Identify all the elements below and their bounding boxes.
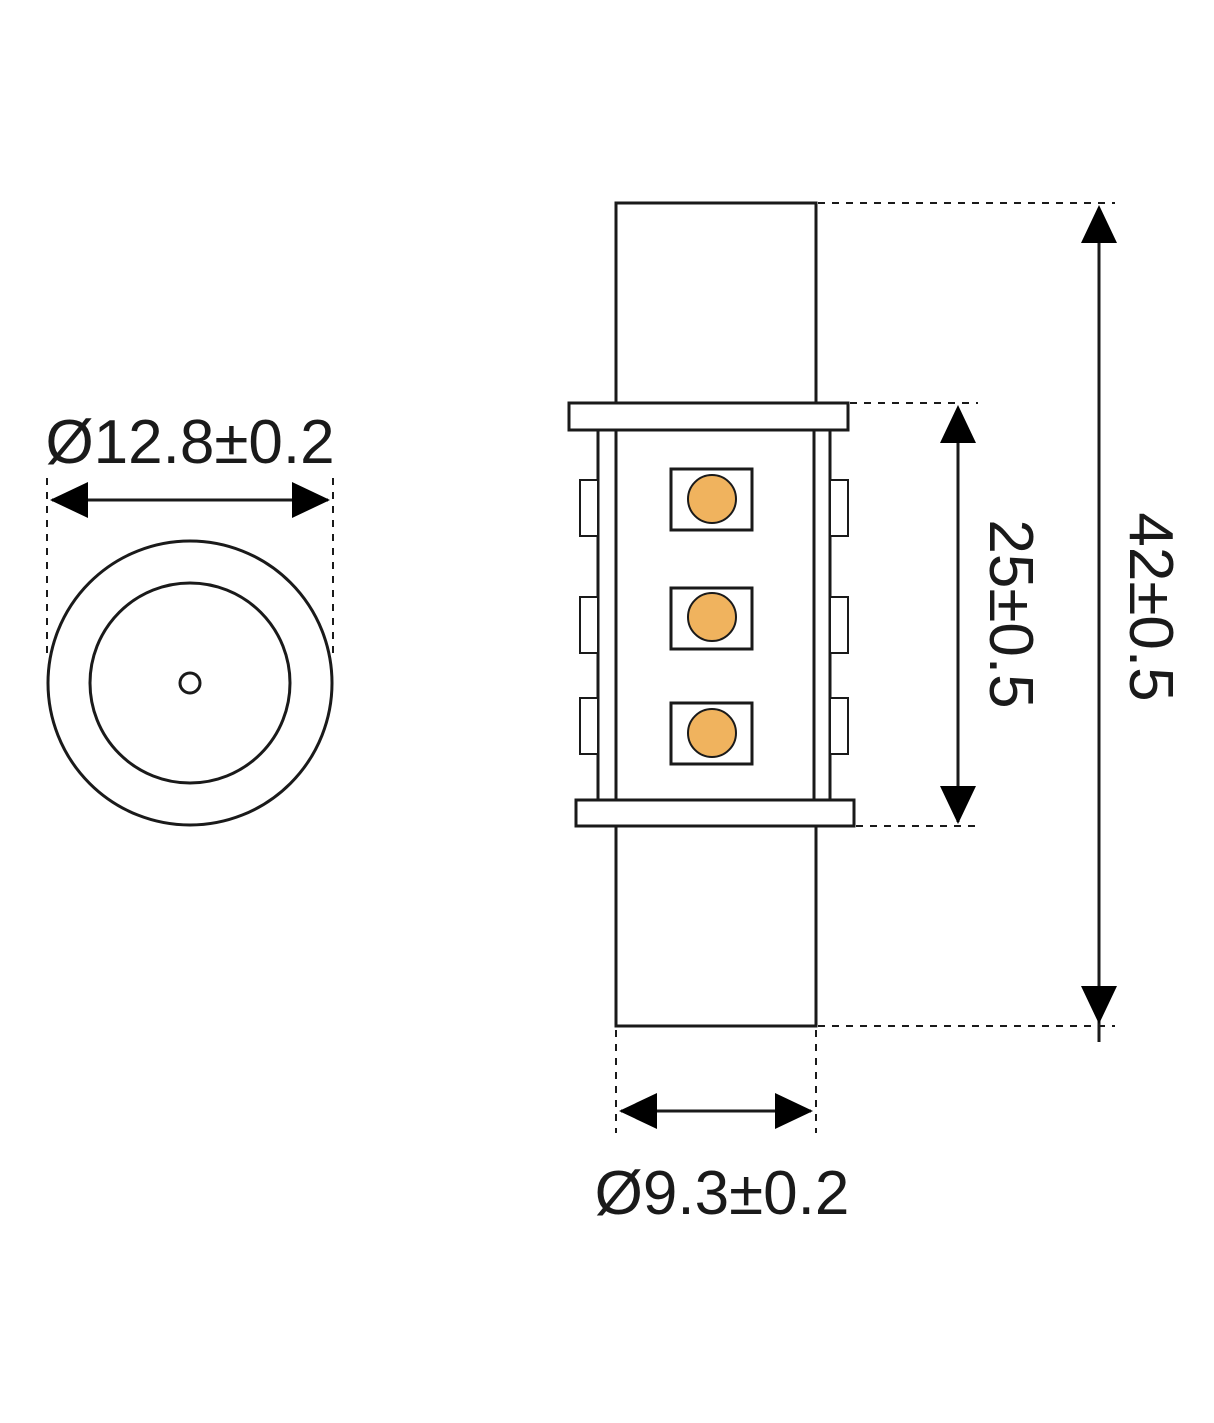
- side-tab-right-1: [829, 479, 849, 537]
- outer-diameter-arrow-left: [50, 482, 88, 518]
- body-diameter-arrow-right: [775, 1093, 813, 1129]
- side-tab-left-1: [579, 479, 599, 537]
- lower-shaft: [614, 824, 818, 1028]
- top-flange: [567, 401, 850, 432]
- led-chip-2: [687, 592, 737, 642]
- led-length-arrow-bottom: [940, 786, 976, 824]
- side-view: 42±0.5 25±0.5 Ø9.3±0.2: [567, 201, 1185, 1228]
- outer-diameter-arrow-right: [292, 482, 330, 518]
- side-tab-right-3: [829, 697, 849, 755]
- total-length-arrow-top: [1081, 205, 1117, 243]
- led-length-arrow-top: [940, 405, 976, 443]
- side-tab-left-2: [579, 596, 599, 654]
- total-length-arrow-bottom: [1081, 986, 1117, 1024]
- side-tab-left-3: [579, 697, 599, 755]
- end-view: Ø12.8±0.2: [45, 408, 335, 827]
- body-diameter-arrow-left: [619, 1093, 657, 1129]
- led-chip-3: [687, 708, 737, 758]
- side-tab-right-2: [829, 596, 849, 654]
- body-diameter-label: Ø9.3±0.2: [595, 1159, 850, 1228]
- total-length-label: 42±0.5: [1116, 512, 1185, 701]
- bottom-flange: [574, 798, 856, 828]
- led-chip-1: [687, 474, 737, 524]
- upper-shaft: [614, 201, 818, 405]
- end-view-center-pin: [178, 671, 202, 695]
- led-length-label: 25±0.5: [976, 519, 1045, 708]
- outer-diameter-label: Ø12.8±0.2: [45, 408, 334, 477]
